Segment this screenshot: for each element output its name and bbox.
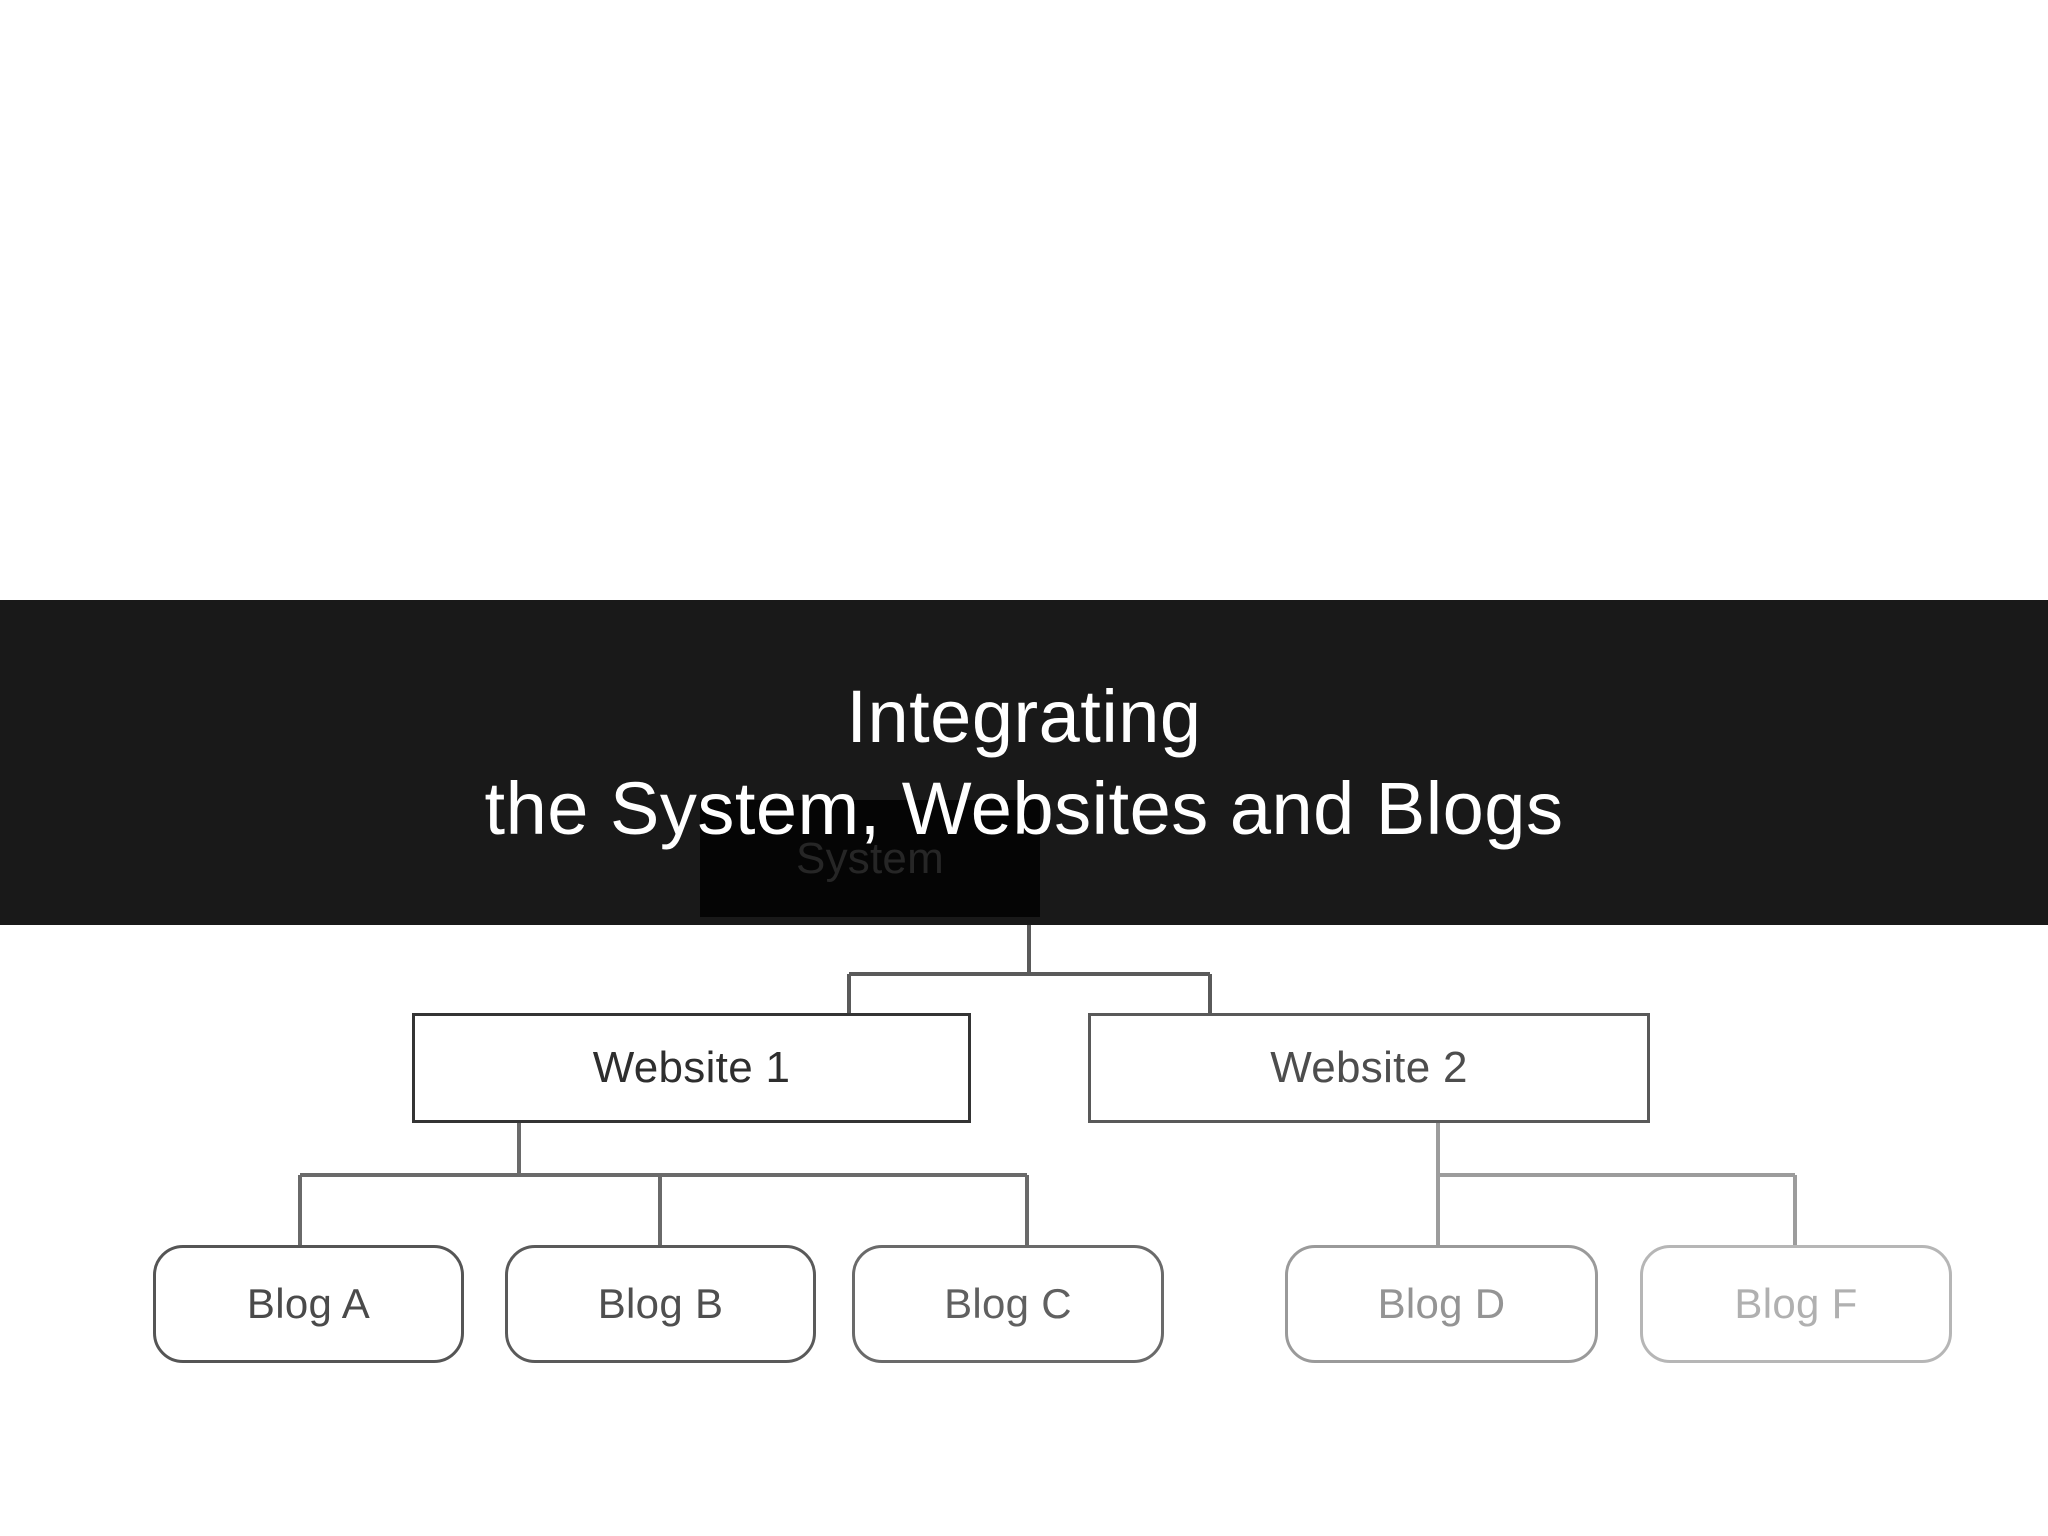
slide-title-line-2: the System, Websites and Blogs: [484, 766, 1564, 850]
node-website-2-label: Website 2: [1270, 1043, 1468, 1092]
occluded-system-node-patch: [700, 800, 1040, 917]
node-website-1[interactable]: Website 1: [412, 1013, 971, 1123]
node-blog-f-label: Blog F: [1734, 1280, 1858, 1327]
node-blog-a[interactable]: Blog A: [153, 1245, 464, 1363]
slide-title: Integrating the System, Websites and Blo…: [485, 671, 1564, 855]
node-blog-a-label: Blog A: [246, 1280, 371, 1327]
node-blog-b-label: Blog B: [597, 1280, 724, 1327]
node-blog-c-label: Blog C: [944, 1280, 1072, 1327]
node-blog-f[interactable]: Blog F: [1640, 1245, 1952, 1363]
node-blog-c[interactable]: Blog C: [852, 1245, 1164, 1363]
slide-title-line-1: Integrating: [846, 674, 1202, 758]
node-blog-b[interactable]: Blog B: [505, 1245, 816, 1363]
node-blog-d[interactable]: Blog D: [1285, 1245, 1598, 1363]
node-blog-d-label: Blog D: [1377, 1280, 1506, 1327]
node-website-1-label: Website 1: [592, 1043, 791, 1092]
node-website-2[interactable]: Website 2: [1088, 1013, 1650, 1123]
title-overlay-band: System Integrating the System, Websites …: [0, 600, 2048, 925]
occluded-system-node-label: System: [796, 833, 944, 883]
